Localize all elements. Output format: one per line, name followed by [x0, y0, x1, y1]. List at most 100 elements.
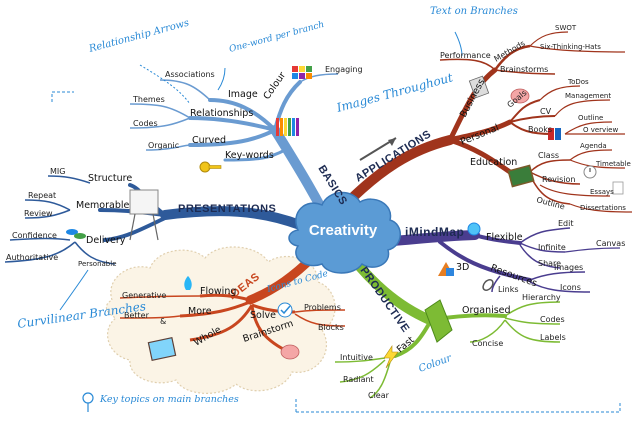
blackboard-icon: [507, 164, 535, 188]
applications-goals-branch: [509, 99, 541, 123]
node-overview: O verview: [583, 126, 618, 134]
node-confidence: Confidence: [12, 231, 57, 240]
annotation-text-on-branches: Text on Branches: [430, 6, 518, 17]
node-codes-productive: Codes: [540, 315, 565, 324]
productive-hierarchy-branch: [504, 301, 561, 317]
document-icon: [612, 181, 624, 195]
imindmap-links-branch: [491, 275, 501, 293]
top-left-dashed-arrow: [51, 91, 74, 102]
node-solve: Solve: [250, 310, 276, 321]
ideas-better-branch: [119, 315, 181, 319]
node-dissertations: Dissertations: [580, 204, 626, 212]
presentations-mig-branch: [47, 175, 91, 184]
node-personable: Personable: [78, 260, 117, 268]
node-performance: Performance: [440, 51, 491, 60]
presentations-main-branch: [160, 206, 305, 230]
basics-relationships-branch: [188, 116, 277, 132]
one-word-arrow: [217, 67, 226, 91]
node-education: Education: [470, 157, 517, 168]
node-brainstorms: Brainstorms: [500, 65, 548, 74]
node-amp: &: [160, 317, 166, 326]
basics-curved-branch: [188, 128, 277, 147]
node-concise: Concise: [472, 339, 503, 348]
applications-management-branch: [554, 99, 611, 117]
presentations-personable-branch: [74, 241, 116, 265]
node-outline: Outline: [578, 114, 603, 122]
annotation-colour: Colour: [417, 352, 454, 374]
node-timetable: Timetable: [595, 160, 631, 168]
basics-engaging-branch: [299, 73, 339, 83]
node-authoritative: Authoritative: [6, 253, 58, 262]
node-memorable: Memorable: [76, 200, 130, 211]
applications-sixhats-branch: [529, 45, 626, 53]
globe-icon: [467, 222, 481, 236]
basics-organic-branch: [145, 144, 191, 151]
node-generative: Generative: [122, 291, 166, 300]
applications-methods-branch: [493, 44, 531, 71]
bottom-right-dashed-arrow: [295, 398, 621, 413]
node-associations: Associations: [165, 70, 215, 79]
node-problems: Problems: [304, 303, 341, 312]
relationship-arrow-annotation: [139, 64, 191, 105]
text-branches-arrow: [454, 31, 463, 57]
applications-todos-branch: [539, 85, 581, 101]
colour-pencils-icon: [276, 118, 299, 136]
node-icons: Icons: [560, 283, 581, 292]
productive-labels-branch: [504, 319, 561, 343]
annotation-one-word: One-word per branch: [228, 20, 325, 55]
presentations-confidence-branch: [9, 237, 71, 241]
node-delivery: Delivery: [86, 235, 126, 246]
node-management: Management: [565, 92, 611, 100]
node-codes: Codes: [133, 119, 158, 128]
ideas-problems-branch: [294, 309, 346, 313]
node-organised: Organised: [462, 305, 511, 316]
brain-icon: [280, 344, 300, 360]
3d-shapes-icon: [438, 262, 454, 276]
presentations-delivery-branch: [103, 216, 167, 242]
link-chain-icon: [482, 278, 494, 292]
imindmap-label: iMindMap: [405, 225, 464, 239]
productive-codes-branch: [504, 317, 561, 325]
books-icon: [548, 128, 561, 140]
pills-icon: [66, 229, 86, 239]
calculator-icon: [468, 75, 490, 99]
node-engaging: Engaging: [325, 65, 363, 74]
node-themes: Themes: [132, 95, 165, 104]
presentations-label: PRESENTATIONS: [178, 203, 276, 215]
node-methods: Methods: [493, 39, 527, 64]
productive-intuitive-branch: [334, 357, 386, 363]
key-icon: [199, 161, 222, 173]
node-repeat: Repeat: [28, 191, 56, 200]
applications-performance-branch: [439, 58, 496, 71]
node-organic: Organic: [148, 141, 179, 150]
applications-swot-branch: [529, 31, 569, 47]
node-flowing: Flowing: [200, 286, 236, 297]
curvilinear-arrow: [59, 269, 89, 311]
ideas-blocks-branch: [294, 313, 346, 327]
lightning-icon: [383, 345, 399, 369]
node-review: Review: [24, 209, 53, 218]
center-label: Creativity: [309, 222, 378, 239]
clock-icon: [583, 165, 597, 179]
green-accordion-icon: [424, 299, 453, 343]
ideas-flowing-branch: [199, 293, 251, 302]
brain-top-icon: [510, 88, 530, 104]
checkmark-icon: [277, 302, 293, 318]
ideas-whole-branch: [189, 304, 254, 342]
applications-class-branch: [529, 159, 571, 173]
applications-books-branch: [509, 121, 553, 135]
applications-education-branch: [447, 137, 513, 175]
imindmap-resources-branch: [438, 240, 532, 282]
colour-palette-icon: [292, 66, 312, 79]
node-structure: Structure: [88, 173, 132, 184]
applications-revision-branch: [529, 171, 581, 185]
node-outline2: Outline: [535, 195, 565, 211]
central-cloud: [288, 191, 401, 274]
imindmap-canvas-branch: [564, 247, 621, 253]
node-blocks: Blocks: [318, 323, 344, 332]
imindmap-icons-branch: [529, 281, 591, 293]
node-better: Better: [124, 311, 150, 320]
presentations-repeat-branch: [24, 199, 71, 211]
node-3d: 3D: [456, 262, 469, 273]
node-flexible: Flexible: [486, 232, 523, 243]
